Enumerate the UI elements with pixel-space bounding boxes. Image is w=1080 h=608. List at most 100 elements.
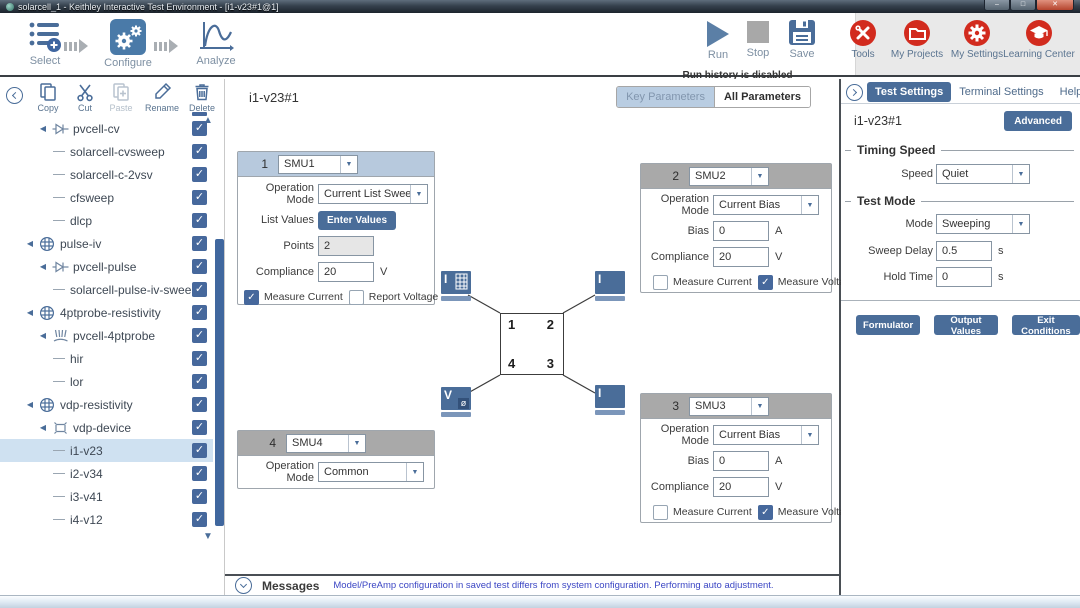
tree-item-pulse-iv[interactable]: ◀pulse-iv✓ <box>0 232 213 255</box>
tab-test-settings[interactable]: Test Settings <box>867 82 952 102</box>
smu3-compliance-input[interactable]: 20 <box>713 477 769 497</box>
maximize-button[interactable]: □ <box>1010 0 1036 11</box>
chevron-down-icon[interactable]: ▼ <box>801 196 818 214</box>
smu3-measure-current-checkbox[interactable] <box>653 504 668 520</box>
analyze-step-button[interactable]: Analyze <box>188 19 244 67</box>
my-projects-button[interactable]: My Projects <box>884 19 950 60</box>
tree-item-solarcell-pulse-iv-sweep[interactable]: solarcell-pulse-iv-sweep✓ <box>0 278 213 301</box>
tree-item-checkbox[interactable]: ✓ <box>192 351 207 366</box>
tree-item-checkbox[interactable]: ✓ <box>192 282 207 297</box>
tree-item-checkbox[interactable]: ✓ <box>192 259 207 274</box>
speed-select[interactable]: Quiet ▼ <box>936 164 1030 184</box>
tree-item-checkbox[interactable]: ✓ <box>192 190 207 205</box>
copy-button[interactable]: Copy <box>32 82 64 113</box>
smu3-bias-input[interactable]: 0 <box>713 451 769 471</box>
smu1-operation-mode-select[interactable]: Current List Sweep ▼ <box>318 184 428 204</box>
smu2-operation-mode-select[interactable]: Current Bias ▼ <box>713 195 819 215</box>
smu2-compliance-input[interactable]: 20 <box>713 247 769 267</box>
collapse-sidebar-button[interactable] <box>6 87 23 104</box>
terminal-2-current-bias-icon[interactable]: I <box>595 271 625 301</box>
rename-button[interactable]: Rename <box>142 82 182 113</box>
smu2-select[interactable]: SMU2 ▼ <box>689 166 769 186</box>
chevron-down-icon[interactable]: ▼ <box>406 463 423 481</box>
tree-item-pvcell-4ptprobe[interactable]: ◀pvcell-4ptprobe✓ <box>0 324 213 347</box>
tree-item-4ptprobe-resistivity[interactable]: ◀4ptprobe-resistivity✓ <box>0 301 213 324</box>
tree-item-checkbox[interactable]: ✓ <box>192 167 207 182</box>
smu1-select[interactable]: SMU1 ▼ <box>278 154 358 174</box>
close-button[interactable]: ✕ <box>1036 0 1074 11</box>
stop-button[interactable]: Stop <box>738 19 778 59</box>
expand-messages-button[interactable] <box>235 577 252 594</box>
tree-item-i2-v34[interactable]: i2-v34✓ <box>0 462 213 485</box>
learning-center-button[interactable]: Learning Center <box>1000 19 1078 60</box>
all-parameters-tab[interactable]: All Parameters <box>713 87 810 107</box>
tree-item-checkbox[interactable]: ✓ <box>192 512 207 527</box>
my-settings-button[interactable]: My Settings <box>946 19 1008 60</box>
chevron-down-icon[interactable]: ▼ <box>801 426 818 444</box>
expand-arrow-icon[interactable]: ◀ <box>26 239 34 248</box>
tree-item-checkbox[interactable]: ✓ <box>192 489 207 504</box>
tree-item-hir[interactable]: hir✓ <box>0 347 213 370</box>
smu1-report-voltage-checkbox[interactable] <box>348 289 364 305</box>
mode-select[interactable]: Sweeping ▼ <box>936 214 1030 234</box>
output-values-button[interactable]: Output Values <box>934 315 998 337</box>
expand-arrow-icon[interactable]: ◀ <box>39 423 47 432</box>
tree-item-i3-v41[interactable]: i3-v41✓ <box>0 485 213 508</box>
tree-item-pvcell-cv[interactable]: ◀pvcell-cv✓ <box>0 117 213 140</box>
expand-arrow-icon[interactable]: ◀ <box>26 400 34 409</box>
expand-arrow-icon[interactable]: ◀ <box>39 331 47 340</box>
tools-button[interactable]: Tools <box>838 19 888 60</box>
chevron-down-icon[interactable]: ▼ <box>751 397 768 415</box>
tree-item-lor[interactable]: lor✓ <box>0 370 213 393</box>
expand-arrow-icon[interactable]: ◀ <box>39 262 47 271</box>
minimize-button[interactable]: – <box>984 0 1010 11</box>
chevron-down-icon[interactable]: ▼ <box>1012 165 1029 183</box>
tree-item-checkbox[interactable]: ✓ <box>192 328 207 343</box>
sweep-delay-input[interactable]: 0.5 <box>936 241 992 261</box>
terminal-3-current-bias-icon[interactable]: I <box>595 385 625 415</box>
tree-item-checkbox[interactable]: ✓ <box>192 466 207 481</box>
expand-arrow-icon[interactable]: ◀ <box>39 124 47 133</box>
tree-item-checkbox[interactable]: ✓ <box>192 144 207 159</box>
smu1-compliance-input[interactable]: 20 <box>318 262 374 282</box>
tab-terminal-settings[interactable]: Terminal Settings <box>959 86 1044 98</box>
tree-item-checkbox[interactable]: ✓ <box>192 420 207 435</box>
smu4-operation-mode-select[interactable]: Common ▼ <box>318 462 424 482</box>
tree-item-i1-v23[interactable]: i1-v23✓ <box>0 439 213 462</box>
smu2-measure-current-checkbox[interactable] <box>653 274 668 290</box>
hold-time-input[interactable]: 0 <box>936 267 992 287</box>
tree-item-vdp-device[interactable]: ◀vdp-device✓ <box>0 416 213 439</box>
expand-arrow-icon[interactable]: ◀ <box>26 308 34 317</box>
exit-conditions-button[interactable]: Exit Conditions <box>1011 315 1080 337</box>
tree-item-vdp-resistivity[interactable]: ◀vdp-resistivity✓ <box>0 393 213 416</box>
tree-item-dlcp[interactable]: dlcp✓ <box>0 209 213 232</box>
tree-item-checkbox[interactable]: ✓ <box>192 305 207 320</box>
tree-item-checkbox[interactable]: ✓ <box>192 443 207 458</box>
tree-scrollbar[interactable] <box>215 239 224 526</box>
run-button[interactable]: Run <box>698 19 738 61</box>
tree-item-checkbox[interactable]: ✓ <box>192 121 207 136</box>
chevron-down-icon[interactable]: ▼ <box>751 167 768 185</box>
smu4-select[interactable]: SMU4 ▼ <box>286 433 366 453</box>
terminal-1-current-list-icon[interactable]: I <box>441 271 471 301</box>
smu3-measure-voltage-checkbox[interactable]: ✓ <box>757 504 773 520</box>
chevron-down-icon[interactable]: ▼ <box>348 434 365 452</box>
tree-item-solarcell-cvsweep[interactable]: solarcell-cvsweep✓ <box>0 140 213 163</box>
tree-item-checkbox[interactable]: ✓ <box>192 213 207 228</box>
key-parameters-tab[interactable]: Key Parameters <box>617 87 714 107</box>
select-step-button[interactable]: Select <box>19 19 71 67</box>
smu3-select[interactable]: SMU3 ▼ <box>689 396 769 416</box>
enter-values-button[interactable]: Enter Values <box>318 210 397 230</box>
cut-button[interactable]: Cut <box>69 82 101 113</box>
smu2-measure-voltage-checkbox[interactable]: ✓ <box>757 274 773 290</box>
formulator-button[interactable]: Formulator <box>856 315 921 335</box>
tree-item-cfsweep[interactable]: cfsweep✓ <box>0 186 213 209</box>
advanced-button[interactable]: Advanced <box>1004 111 1072 131</box>
smu3-operation-mode-select[interactable]: Current Bias ▼ <box>713 425 819 445</box>
chevron-down-icon[interactable]: ▼ <box>410 185 427 203</box>
save-button[interactable]: Save <box>782 19 822 60</box>
chevron-down-icon[interactable]: ▼ <box>1012 215 1029 233</box>
delete-button[interactable]: Delete <box>184 82 220 113</box>
tree-item-pvcell-pulse[interactable]: ◀pvcell-pulse✓ <box>0 255 213 278</box>
smu2-bias-input[interactable]: 0 <box>713 221 769 241</box>
